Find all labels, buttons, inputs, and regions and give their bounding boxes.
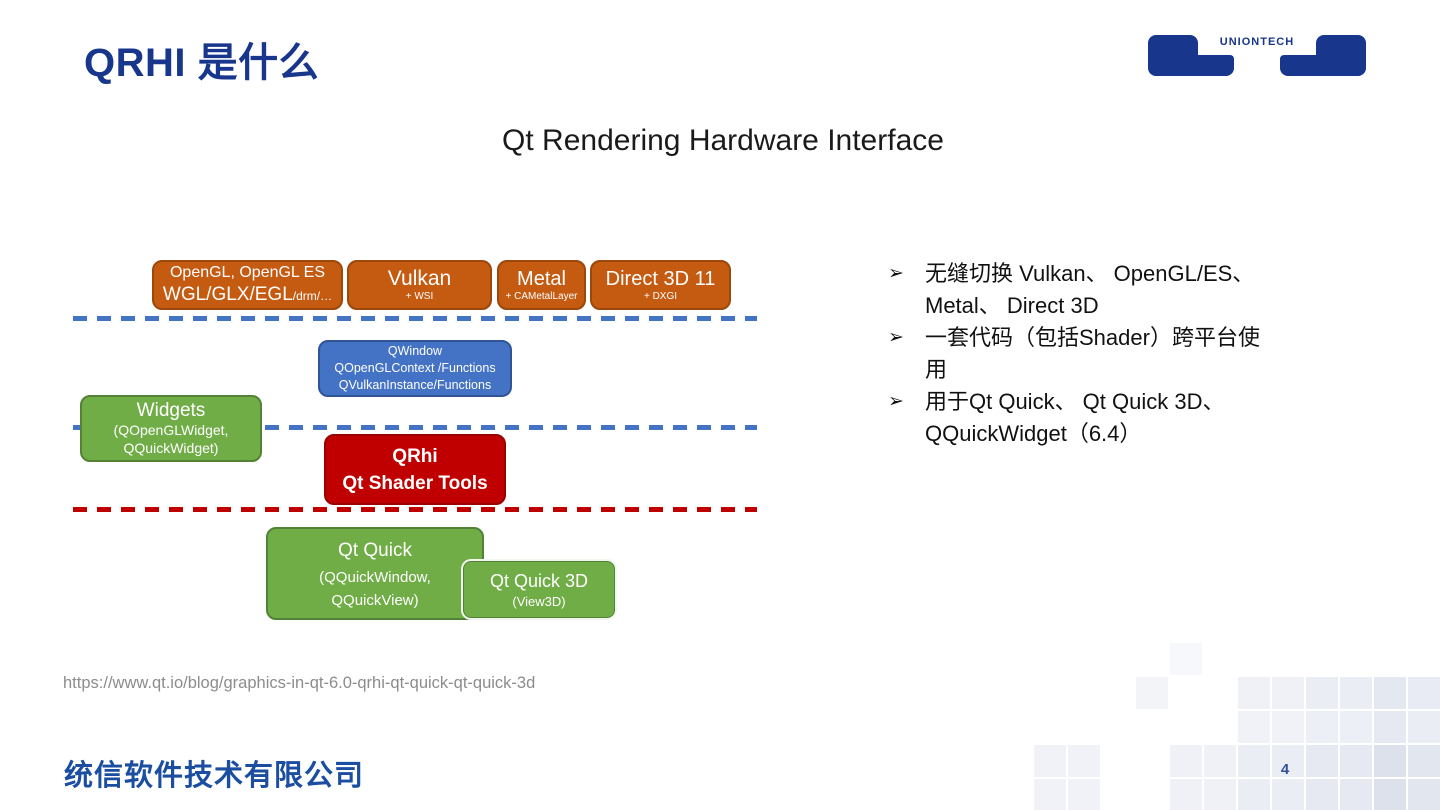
- mosaic-square: [1374, 745, 1406, 777]
- box-opengl-line1: OpenGL, OpenGL ES: [169, 264, 326, 282]
- mosaic-square: [1238, 745, 1270, 777]
- uniontech-logo: UNIONTECH: [1148, 35, 1366, 76]
- mosaic-square: [1408, 745, 1440, 777]
- mosaic-square: [1374, 779, 1406, 810]
- mosaic-square: [1204, 745, 1236, 777]
- page-title: QRHI 是什么: [84, 41, 320, 85]
- box-metal-sub: + CAMetalLayer: [505, 290, 578, 302]
- mosaic-square: [1340, 677, 1372, 709]
- arrow-bullet-icon: ➢: [888, 263, 904, 284]
- box-qrhi: QRhi Qt Shader Tools: [324, 434, 506, 505]
- mosaic-square: [1340, 745, 1372, 777]
- box-vulkan-title: Vulkan: [387, 266, 452, 290]
- arrow-bullet-icon: ➢: [888, 391, 904, 412]
- bullet-item: ➢ 用于Qt Quick、 Qt Quick 3D、 QQuickWidget（…: [888, 386, 1358, 450]
- mosaic-square: [1272, 745, 1304, 777]
- mosaic-square: [1340, 779, 1372, 810]
- box-vulkan: Vulkan + WSI: [347, 260, 492, 310]
- dashed-line-red: [73, 507, 757, 512]
- mosaic-square: [1170, 745, 1202, 777]
- mosaic-square: [1238, 711, 1270, 743]
- slide-subtitle: Qt Rendering Hardware Interface: [502, 124, 944, 157]
- mosaic-square: [1272, 711, 1304, 743]
- mosaic-square: [1306, 745, 1338, 777]
- box-direct3d-title: Direct 3D 11: [605, 267, 716, 290]
- bullet-text: 无缝切换 Vulkan、 OpenGL/ES、 Metal、 Direct 3D: [925, 261, 1255, 318]
- page-number: 4: [1280, 761, 1290, 778]
- arrow-bullet-icon: ➢: [888, 327, 904, 348]
- logo-left-ext-icon: [1190, 55, 1234, 76]
- box-opengl: OpenGL, OpenGL ES WGL/GLX/EGL/drm/…: [152, 260, 343, 310]
- mosaic-square: [1340, 711, 1372, 743]
- mosaic-square: [1374, 677, 1406, 709]
- mosaic-square: [1408, 779, 1440, 810]
- mosaic-square: [1272, 677, 1304, 709]
- bullet-text: 一套代码（包括Shader）跨平台使 用: [925, 325, 1260, 382]
- box-metal-title: Metal: [517, 267, 566, 290]
- mosaic-square: [1374, 711, 1406, 743]
- mosaic-square: [1306, 711, 1338, 743]
- mosaic-square: [1034, 745, 1066, 777]
- box-qtquick: Qt Quick (QQuickWindow, QQuickView): [266, 527, 484, 620]
- mosaic-square: [1034, 779, 1066, 810]
- mosaic-square: [1068, 745, 1100, 777]
- logo-right-ext-icon: [1280, 55, 1324, 76]
- mosaic-square: [1170, 779, 1202, 810]
- bullet-item: ➢ 无缝切换 Vulkan、 OpenGL/ES、 Metal、 Direct …: [888, 258, 1358, 322]
- dashed-line-blue-middle: [73, 425, 757, 430]
- mosaic-square: [1272, 779, 1304, 810]
- box-direct3d: Direct 3D 11 + DXGI: [590, 260, 731, 310]
- mosaic-square: [1238, 677, 1270, 709]
- box-opengl-line2: WGL/GLX/EGL/drm/…: [162, 284, 333, 306]
- box-widgets-title: Widgets: [136, 399, 206, 421]
- logo-brand-text: UNIONTECH: [1219, 36, 1295, 48]
- logo-right-block-icon: [1316, 35, 1366, 76]
- mosaic-square: [1408, 711, 1440, 743]
- mosaic-square: [1306, 779, 1338, 810]
- mosaic-square: [1238, 779, 1270, 810]
- mosaic-square: [1136, 677, 1168, 709]
- box-widgets-sub: (QOpenGLWidget, QQuickWidget): [113, 422, 229, 456]
- dashed-line-blue-top: [73, 316, 757, 321]
- company-logo-text: 统信软件技术有限公司: [64, 760, 365, 792]
- source-url: https://www.qt.io/blog/graphics-in-qt-6.…: [63, 674, 536, 692]
- box-qtquick3d-title: Qt Quick 3D: [489, 571, 589, 592]
- box-qtquick-sub: (QQuickWindow, QQuickView): [319, 568, 431, 609]
- mosaic-square: [1408, 677, 1440, 709]
- bullet-item: ➢ 一套代码（包括Shader）跨平台使 用: [888, 322, 1358, 386]
- box-qtquick-title: Qt Quick: [338, 540, 412, 561]
- box-direct3d-sub: + DXGI: [643, 290, 678, 302]
- box-vulkan-sub: + WSI: [405, 291, 434, 303]
- mosaic-square: [1204, 779, 1236, 810]
- bullet-list: ➢ 无缝切换 Vulkan、 OpenGL/ES、 Metal、 Direct …: [888, 258, 1358, 450]
- box-widgets: Widgets (QOpenGLWidget, QQuickWidget): [80, 395, 262, 462]
- box-qtquick3d-sub: (View3D): [512, 593, 566, 609]
- box-qwindow: QWindow QOpenGLContext /Functions QVulka…: [318, 340, 512, 397]
- bullet-text: 用于Qt Quick、 Qt Quick 3D、 QQuickWidget（6.…: [925, 389, 1225, 446]
- mosaic-square: [1306, 677, 1338, 709]
- box-metal: Metal + CAMetalLayer: [497, 260, 586, 310]
- logo-left-block-icon: [1148, 35, 1198, 76]
- mosaic-square: [1170, 643, 1202, 675]
- mosaic-square: [1068, 779, 1100, 810]
- box-qtquick3d: Qt Quick 3D (View3D): [461, 559, 617, 620]
